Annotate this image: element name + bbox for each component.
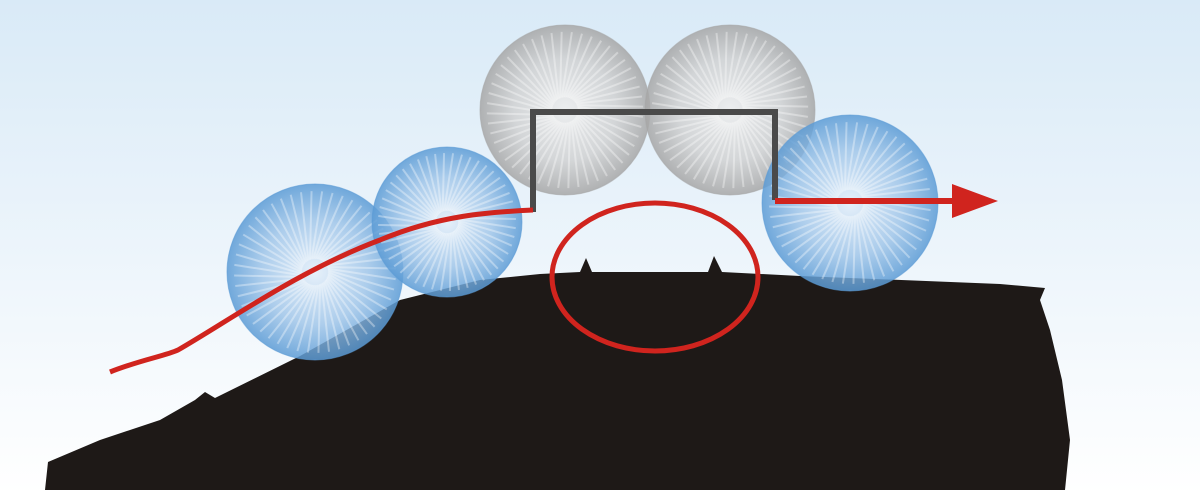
highlight-ellipse	[549, 200, 761, 354]
red-trajectory	[109, 207, 534, 375]
gray-path-line	[530, 109, 778, 212]
car-silhouette	[45, 256, 1070, 490]
arrow-right-icon	[952, 184, 998, 218]
blue-sphere	[371, 146, 523, 298]
